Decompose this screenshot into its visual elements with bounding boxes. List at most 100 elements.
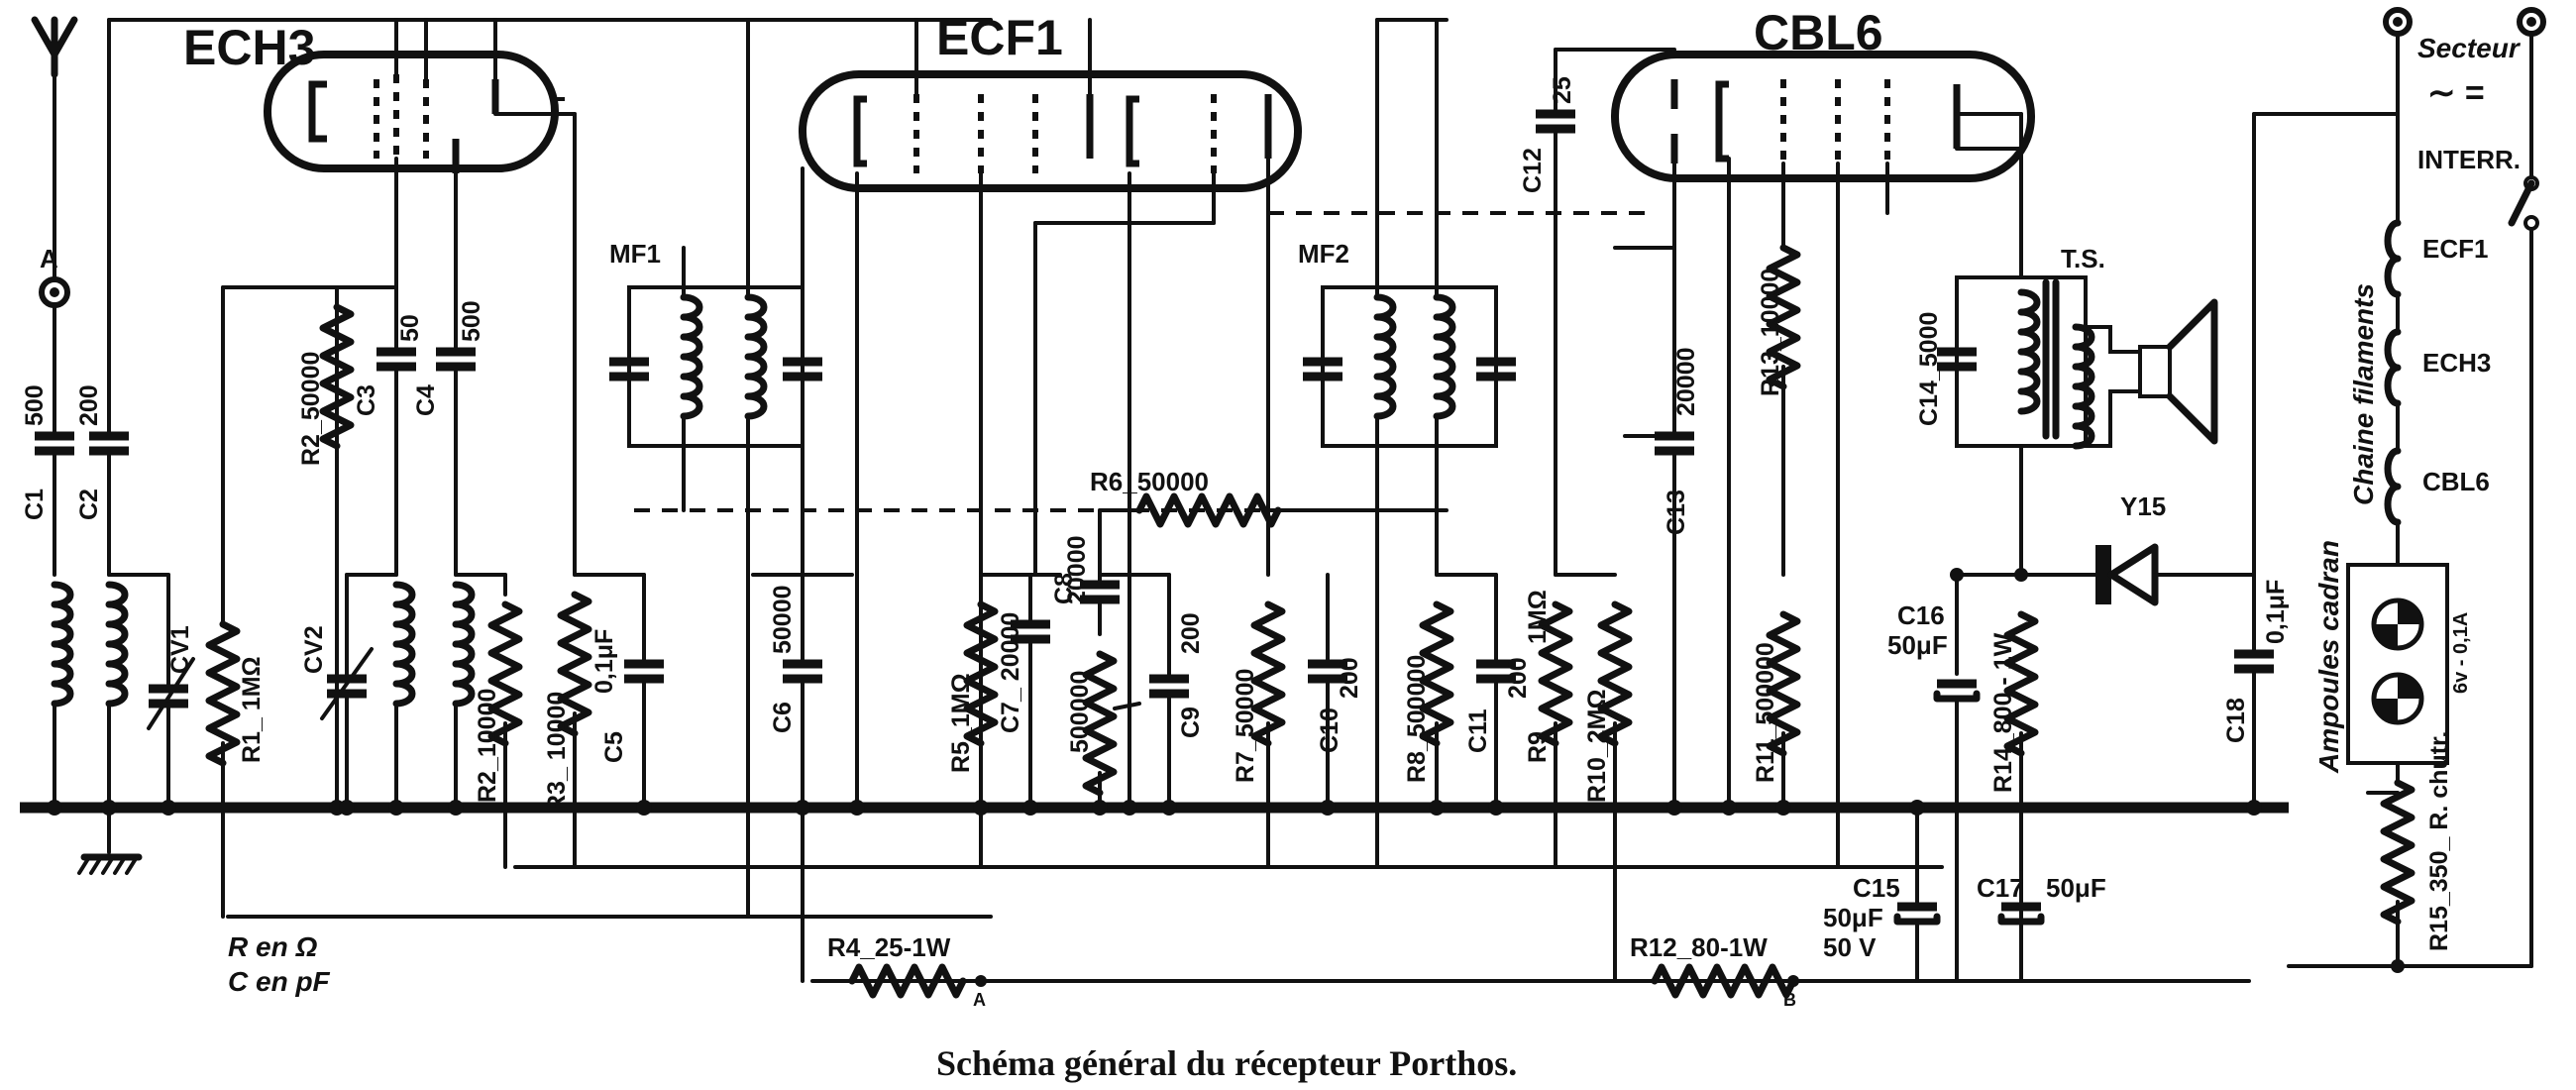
svg-text:C4: C4 xyxy=(412,384,440,416)
dial-lamp-icon xyxy=(2371,598,2424,651)
svg-text:200: 200 xyxy=(1504,657,1532,699)
svg-text:50 V: 50 V xyxy=(1823,932,1877,962)
output-transformer xyxy=(1955,275,2088,448)
c12-capacitor xyxy=(1536,109,1575,134)
c4-capacitor xyxy=(436,347,476,372)
mf1-primary-coil xyxy=(684,297,699,416)
svg-text:R9: R9 xyxy=(1524,731,1552,763)
svg-text:R10_2MΩ: R10_2MΩ xyxy=(1583,689,1611,803)
ech3-electrodes xyxy=(308,74,499,173)
svg-text:R8_500000: R8_500000 xyxy=(1403,655,1431,783)
svg-text:R7_50000: R7_50000 xyxy=(1232,669,1259,783)
svg-text:C1: C1 xyxy=(21,489,49,520)
osc-coil-plate xyxy=(456,585,472,704)
legend-r-unit: R en Ω xyxy=(228,931,317,962)
svg-text:R13_10000: R13_10000 xyxy=(1757,269,1784,396)
svg-text:R15_350_ R. chutr.: R15_350_ R. chutr. xyxy=(2425,731,2453,951)
r6-label: R6_50000 xyxy=(1090,467,1209,496)
svg-text:20000: 20000 xyxy=(1063,535,1091,604)
filament-ech3-label: ECH3 xyxy=(2422,348,2491,378)
legend-c-unit: C en pF xyxy=(228,966,331,997)
c9-capacitor xyxy=(1149,674,1189,699)
svg-text:R11_500000: R11_500000 xyxy=(1752,642,1779,783)
svg-text:R4_25-1W: R4_25-1W xyxy=(827,932,951,962)
dial-lamps-label: Ampoules cadran xyxy=(2313,540,2344,774)
ts-label: T.S. xyxy=(2061,244,2105,273)
svg-text:C2: C2 xyxy=(75,489,103,520)
svg-text:500000: 500000 xyxy=(1066,671,1094,753)
mf2-primary-coil xyxy=(1377,297,1393,416)
r6-resistor xyxy=(1135,492,1282,528)
svg-text:CV2: CV2 xyxy=(300,625,328,674)
svg-text:R2_10000: R2_10000 xyxy=(474,689,501,803)
svg-text:R14_800 - 1W: R14_800 - 1W xyxy=(1989,632,2017,793)
r4-resistor xyxy=(848,963,967,999)
ground-icon xyxy=(77,853,143,875)
ts-primary-coil xyxy=(2021,292,2037,411)
svg-text:C12: C12 xyxy=(1519,148,1547,193)
mf1-label: MF1 xyxy=(609,239,661,269)
svg-text:50μF: 50μF xyxy=(2046,873,2106,903)
cbl6-electrodes xyxy=(1670,79,1961,164)
c18-capacitor xyxy=(2234,649,2274,674)
ecf1-electrodes xyxy=(853,94,1272,173)
figure-caption: Schéma général du récepteur Porthos. xyxy=(936,1043,1517,1083)
c2-capacitor xyxy=(89,431,129,456)
cbl6-label: CBL6 xyxy=(1754,5,1883,60)
mf2-secondary-coil xyxy=(1437,297,1452,416)
c5-capacitor xyxy=(624,659,664,684)
svg-text:C16: C16 xyxy=(1897,600,1945,630)
c13-capacitor xyxy=(1655,431,1694,456)
svg-text:20000: 20000 xyxy=(1672,347,1700,416)
ecf1-label: ECF1 xyxy=(936,10,1063,65)
svg-text:C7_ 20000: C7_ 20000 xyxy=(997,612,1024,733)
svg-text:A: A xyxy=(973,990,986,1010)
svg-text:C9: C9 xyxy=(1177,707,1205,738)
svg-text:R2_50000: R2_50000 xyxy=(297,352,325,466)
antenna-icon xyxy=(31,16,78,294)
svg-text:C14_5000: C14_5000 xyxy=(1915,312,1943,426)
c17-electrolytic-capacitor xyxy=(1997,902,2045,926)
svg-text:0,1μF: 0,1μF xyxy=(590,629,618,694)
svg-text:B: B xyxy=(1783,990,1796,1010)
ts-secondary-coil xyxy=(2076,327,2092,446)
svg-text:50000: 50000 xyxy=(769,585,797,654)
svg-text:R1_ 1MΩ: R1_ 1MΩ xyxy=(238,656,266,763)
svg-text:500: 500 xyxy=(21,384,49,426)
svg-text:50μF: 50μF xyxy=(1887,630,1948,660)
c6-capacitor xyxy=(783,659,822,684)
antenna-coil-secondary xyxy=(109,585,125,704)
mf1-secondary-coil xyxy=(748,297,764,416)
c16-electrolytic-capacitor xyxy=(1933,679,1981,703)
svg-text:C10: C10 xyxy=(1316,708,1343,753)
svg-text:0,1μF: 0,1μF xyxy=(2262,580,2290,644)
y15-rectifier-icon xyxy=(2019,543,2256,606)
c1-capacitor xyxy=(35,431,74,456)
cv1-variable-capacitor xyxy=(147,573,195,810)
speaker-icon xyxy=(2138,298,2218,445)
ech3-label: ECH3 xyxy=(183,20,315,75)
svg-text:R12_80-1W: R12_80-1W xyxy=(1630,932,1768,962)
svg-text:C13: C13 xyxy=(1663,490,1690,535)
svg-text:200: 200 xyxy=(1177,612,1205,654)
svg-text:C17: C17 xyxy=(1977,873,2024,903)
svg-text:200: 200 xyxy=(75,384,103,426)
filament-cbl6-label: CBL6 xyxy=(2422,467,2490,496)
power-switch[interactable] xyxy=(2508,175,2539,231)
svg-text:C8: C8 xyxy=(1050,573,1078,604)
svg-text:25: 25 xyxy=(1549,76,1576,104)
svg-text:CV1: CV1 xyxy=(166,625,194,674)
antenna-coil-primary xyxy=(54,585,70,704)
dial-lamps-rating: 6v - 0,1A xyxy=(2450,612,2472,694)
svg-text:50μF: 50μF xyxy=(1823,903,1883,932)
svg-text:C3: C3 xyxy=(353,384,380,416)
antenna-terminal-label: A xyxy=(40,244,58,273)
filament-chain xyxy=(2384,219,2402,567)
cv2-variable-capacitor xyxy=(320,573,374,810)
y15-label: Y15 xyxy=(2120,491,2166,521)
r12-resistor xyxy=(1651,963,1797,999)
c15-electrolytic-capacitor xyxy=(1893,902,1941,926)
svg-text:C15: C15 xyxy=(1853,873,1900,903)
interr-label: INTERR. xyxy=(2417,145,2521,174)
svg-text:500: 500 xyxy=(458,300,485,342)
